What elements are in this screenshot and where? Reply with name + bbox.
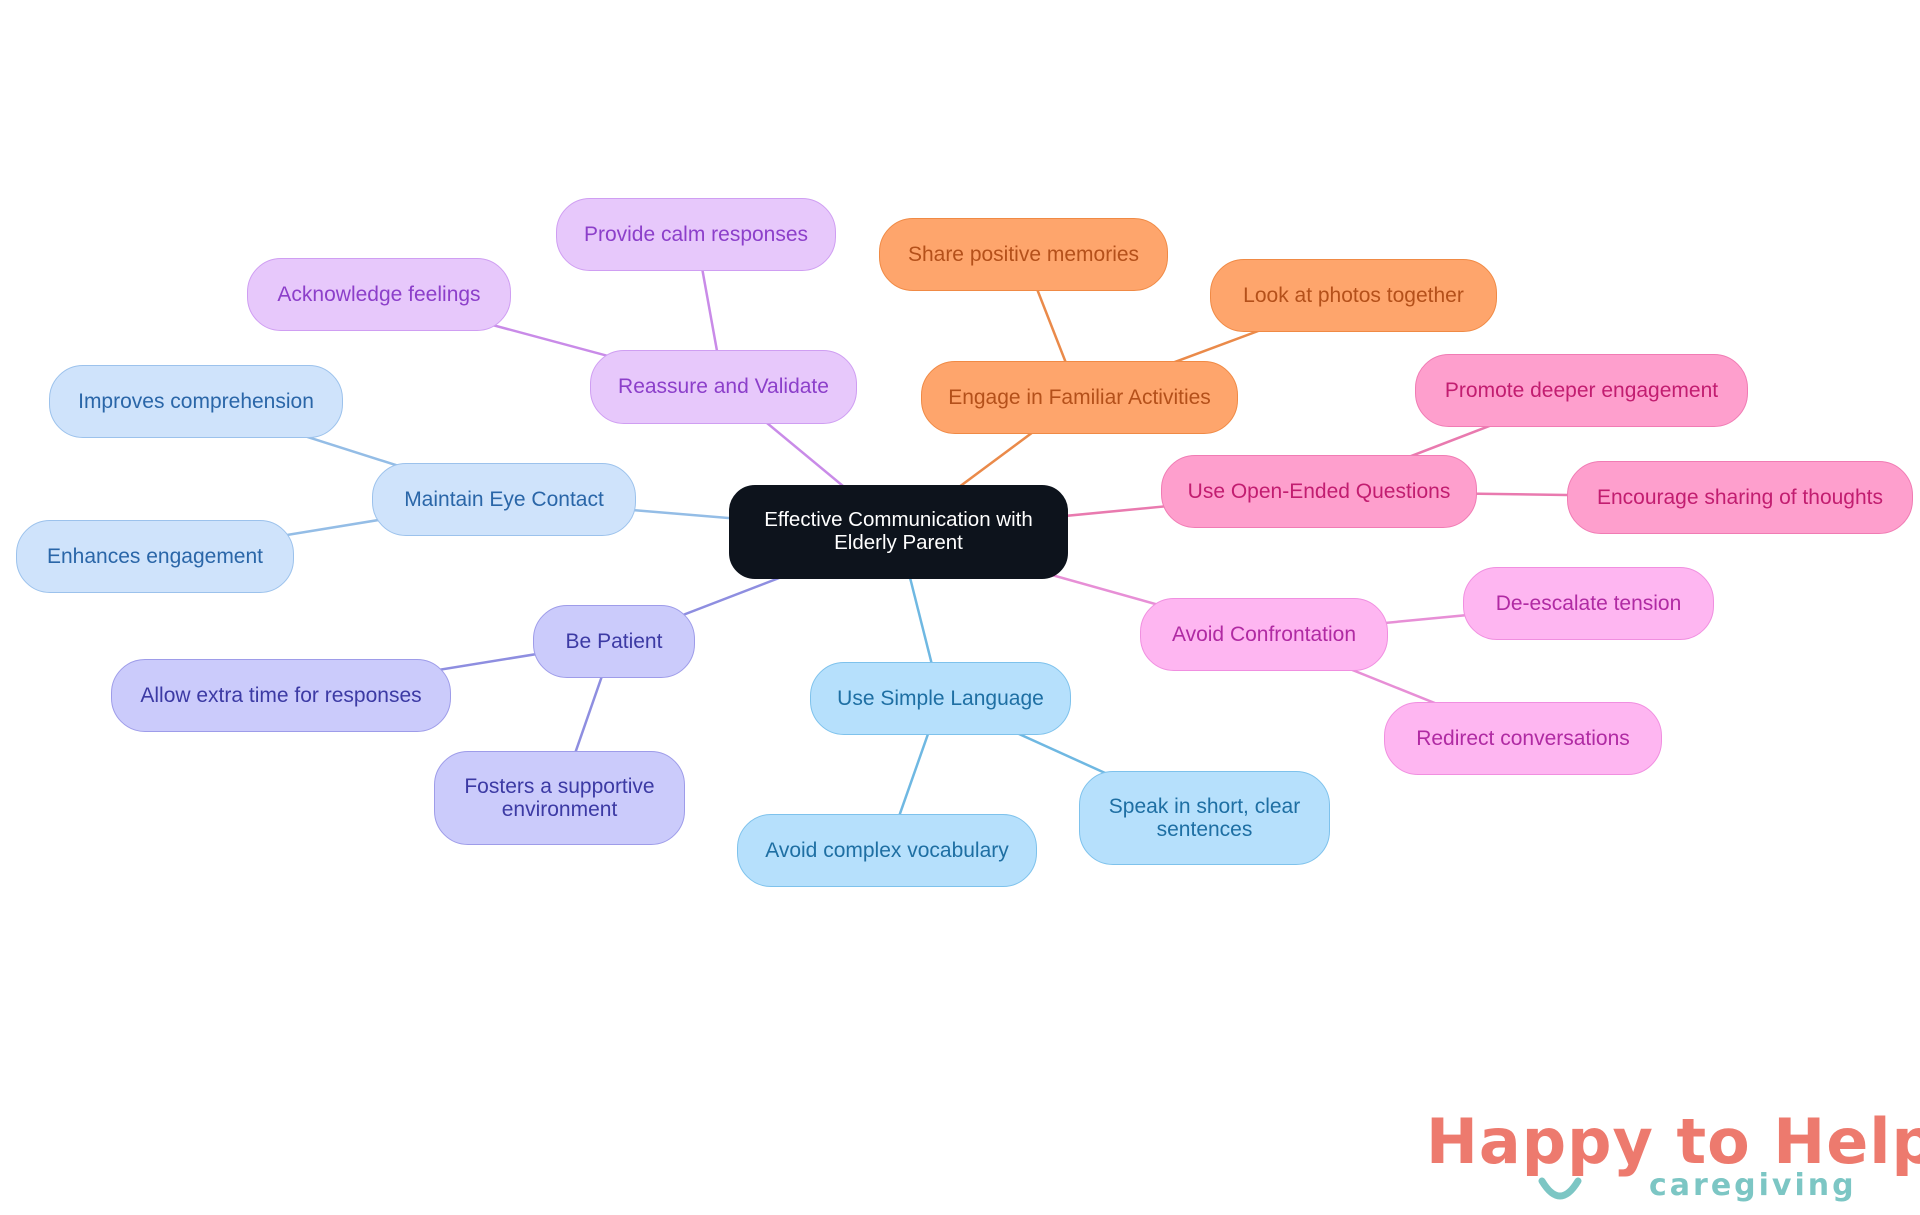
leaf-improves-comprehension[interactable]: Improves comprehension xyxy=(49,365,343,438)
leaf-allow-extra-time-for-responses[interactable]: Allow extra time for responses xyxy=(111,659,451,732)
branch-use-simple-language[interactable]: Use Simple Language xyxy=(810,662,1071,735)
root-node[interactable]: Effective Communication with Elderly Par… xyxy=(729,485,1068,579)
logo-wordmark: Happy to Help xyxy=(1426,1105,1920,1178)
leaf-look-at-photos-together[interactable]: Look at photos together xyxy=(1210,259,1497,332)
leaf-provide-calm-responses[interactable]: Provide calm responses xyxy=(556,198,836,271)
leaf-redirect-conversations[interactable]: Redirect conversations xyxy=(1384,702,1662,775)
logo-tagline: caregiving xyxy=(1649,1168,1857,1203)
leaf-acknowledge-feelings[interactable]: Acknowledge feelings xyxy=(247,258,511,331)
branch-maintain-eye-contact[interactable]: Maintain Eye Contact xyxy=(372,463,636,536)
branch-be-patient[interactable]: Be Patient xyxy=(533,605,695,678)
happy-to-help-logo: Happy to Help caregiving xyxy=(1420,1105,1920,1210)
leaf-promote-deeper-engagement[interactable]: Promote deeper engagement xyxy=(1415,354,1748,427)
logo-text: Happy to Help xyxy=(1426,1105,1920,1178)
branch-use-open-ended-questions[interactable]: Use Open-Ended Questions xyxy=(1161,455,1477,528)
branch-engage-in-familiar-activities[interactable]: Engage in Familiar Activities xyxy=(921,361,1238,434)
leaf-fosters-a-supportive-environment[interactable]: Fosters a supportive environment xyxy=(434,751,685,845)
leaf-avoid-complex-vocabulary[interactable]: Avoid complex vocabulary xyxy=(737,814,1037,887)
leaf-de-escalate-tension[interactable]: De-escalate tension xyxy=(1463,567,1714,640)
branch-reassure-and-validate[interactable]: Reassure and Validate xyxy=(590,350,857,424)
leaf-encourage-sharing-of-thoughts[interactable]: Encourage sharing of thoughts xyxy=(1567,461,1913,534)
leaf-enhances-engagement[interactable]: Enhances engagement xyxy=(16,520,294,593)
branch-avoid-confrontation[interactable]: Avoid Confrontation xyxy=(1140,598,1388,671)
leaf-speak-in-short-clear-sentences[interactable]: Speak in short, clear sentences xyxy=(1079,771,1330,865)
smile-icon xyxy=(1538,1177,1582,1200)
leaf-share-positive-memories[interactable]: Share positive memories xyxy=(879,218,1168,291)
